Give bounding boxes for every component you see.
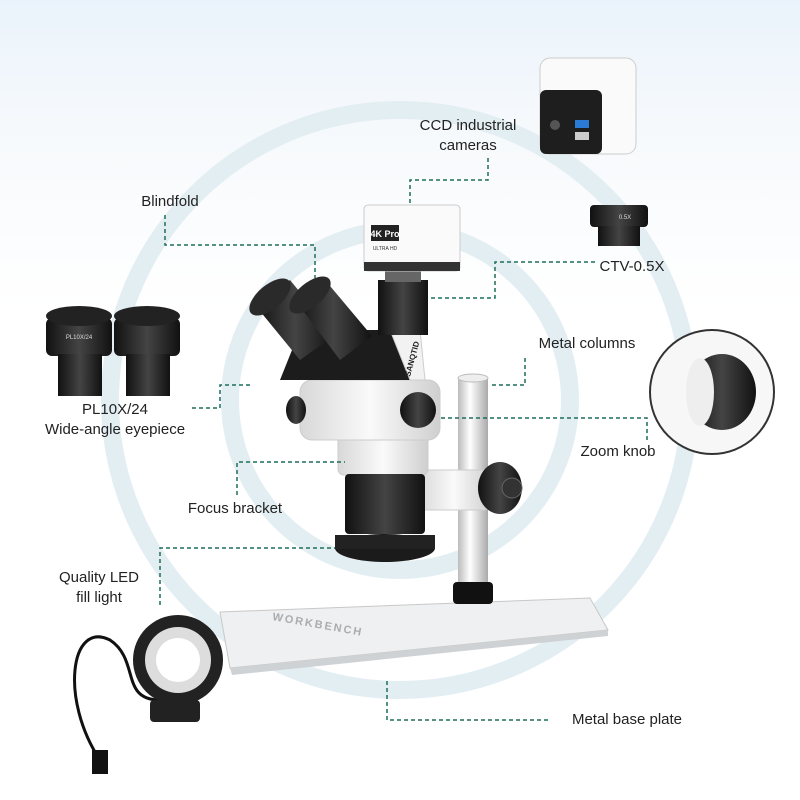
label-ctv: CTV-0.5X [599,258,665,275]
label-focus-bracket: Focus bracket [187,500,283,517]
label-ccd-line1: CCD industrial [419,117,517,134]
connector-lines [159,158,648,721]
label-eyepiece: PL10X/24 Wide-angle eyepiece [45,400,185,440]
binocular-eyepieces [249,276,372,360]
label-metal-columns: Metal columns [538,335,636,352]
label-led-line2: fill light [76,589,122,606]
ccd-camera-closeup [539,57,637,155]
ccd-camera: 4K Pro ULTRA HD [363,204,461,335]
eyepiece-mark: PL10X/24 [66,335,93,341]
label-eyepiece-line1: PL10X/24 [82,401,148,418]
microscope-body: SANQTID [280,329,441,562]
eyepiece-pair: PL10X/24 [46,306,180,396]
led-ring-light [73,615,223,774]
ctv-mark: 0.5X [619,215,631,221]
label-base-plate: Metal base plate [571,711,683,728]
label-led-fill-light: Quality LED fill light [59,568,139,608]
camera-badge: 4K Pro [370,229,400,239]
label-eyepiece-line2: Wide-angle eyepiece [44,421,186,438]
label-led-line1: Quality LED [58,569,140,586]
metal-base-plate: WORKBENCH [219,597,609,675]
label-ccd-line2: cameras [439,137,497,154]
metal-column [417,373,523,604]
label-zoom-knob: Zoom knob [580,443,656,460]
camera-sub: ULTRA HD [373,246,398,252]
zoom-knob-closeup [649,329,775,455]
label-blindfold: Blindfold [141,193,199,210]
ctv-adapter: 0.5X [590,205,648,246]
label-ccd-cameras: CCD industrial cameras [420,116,517,156]
